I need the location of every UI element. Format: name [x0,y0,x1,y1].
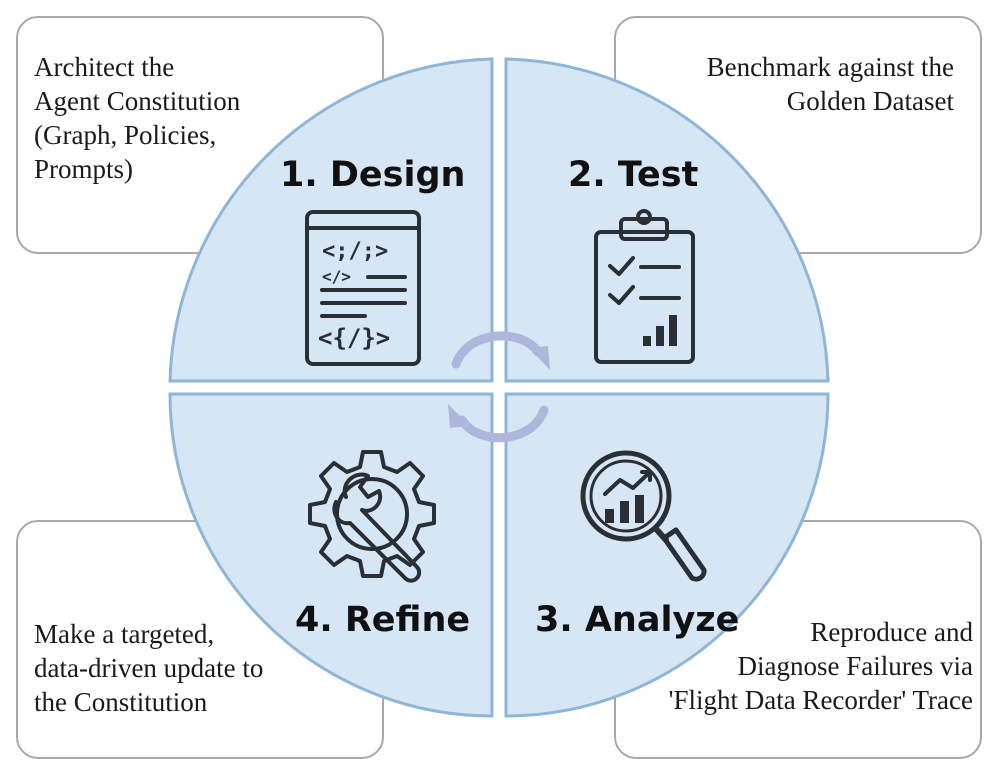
code-line-1: <;/;> [322,239,388,264]
code-line-2: </> [322,267,351,286]
code-document-icon [305,210,421,366]
stage-title-design: 1. Design [280,155,466,195]
cycle-arrows-icon [451,331,549,443]
magnifier-bars [605,495,644,523]
analyze-description-text: Reproduce and Diagnose Failures via 'Fli… [668,617,973,715]
test-description-text: Benchmark against the Golden Dataset [706,52,954,116]
magnifier-chart-icon [580,450,707,582]
refine-quadrant [168,392,494,718]
refine-description-text: Make a targeted, data-driven update to t… [34,619,264,717]
design-description-text: Architect the Agent Constitution (Graph,… [34,52,241,184]
stage-title-refine: 4. Refine [295,600,471,640]
cycle-arrowhead-top [529,346,550,370]
gear-wrench-icon [308,450,436,583]
code-line-3: <{/}> [318,324,390,352]
bar-chart-mini-icon [643,315,677,346]
stage-title-test: 2. Test [568,155,699,195]
stage-title-analyze: 3. Analyze [535,600,740,640]
cycle-arrowhead-bottom [448,404,470,428]
clipboard-checklist-icon [594,209,695,364]
design-quadrant [168,57,494,383]
